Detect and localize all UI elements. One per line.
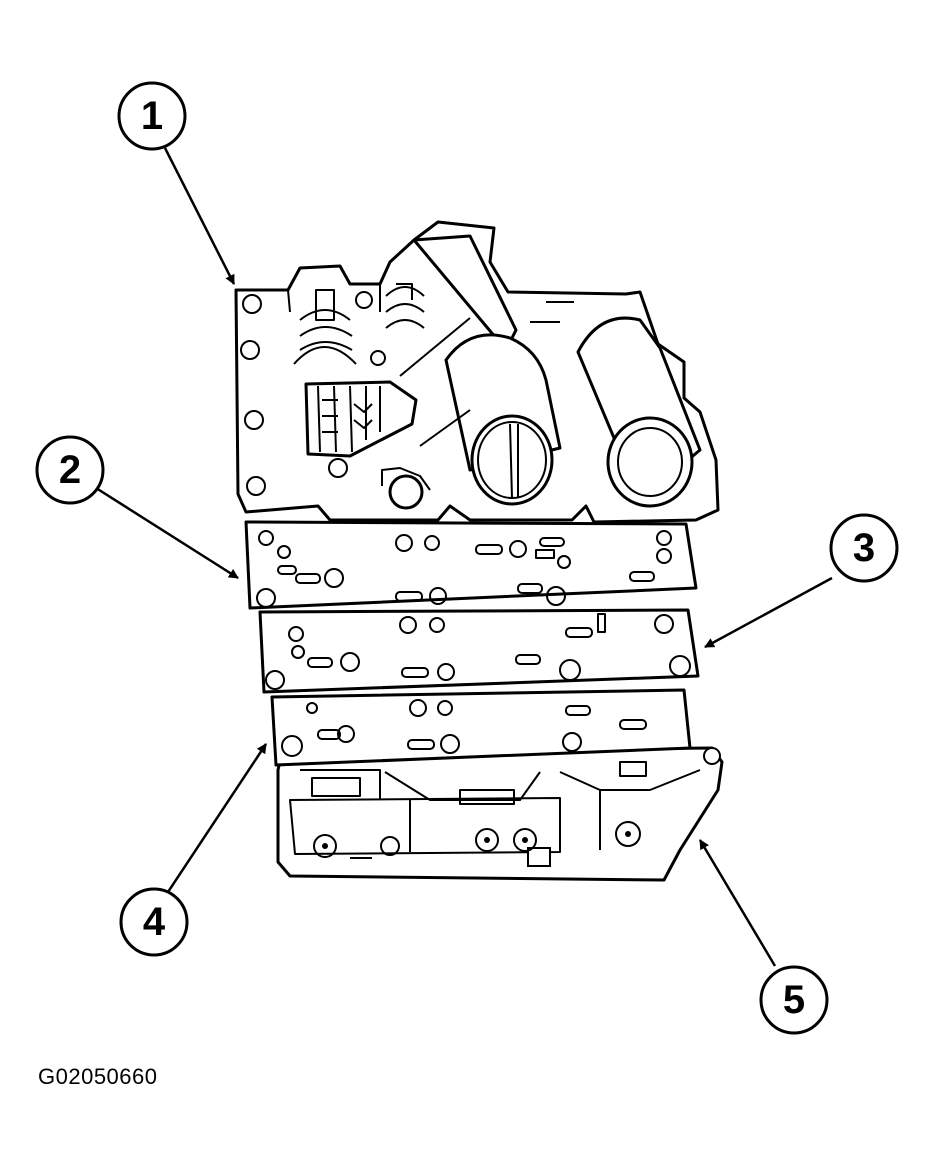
leader-arrow-4 (166, 743, 268, 893)
leader-arrow-1 (163, 147, 236, 285)
callout-5-label: 5 (783, 978, 805, 1022)
callout-1-label: 1 (141, 94, 163, 138)
leader-arrow-3 (704, 576, 833, 649)
leader-arrow-5 (698, 839, 777, 967)
separator-plate (258, 608, 700, 694)
lower-valve-body (276, 746, 724, 882)
callout-5: 5 (759, 965, 829, 1035)
callout-2-label: 2 (59, 448, 81, 492)
callout-1: 1 (117, 81, 187, 151)
upper-valve-body (234, 220, 720, 524)
callout-4: 4 (119, 887, 189, 957)
callout-2: 2 (35, 435, 105, 505)
leader-arrows (95, 147, 833, 967)
callout-4-label: 4 (143, 900, 166, 944)
callout-3-label: 3 (853, 526, 875, 570)
lower-gasket (270, 688, 692, 767)
leader-arrow-2 (95, 486, 239, 580)
upper-gasket (244, 520, 698, 610)
callout-3: 3 (829, 513, 899, 583)
figure-id: G02050660 (38, 1064, 158, 1089)
